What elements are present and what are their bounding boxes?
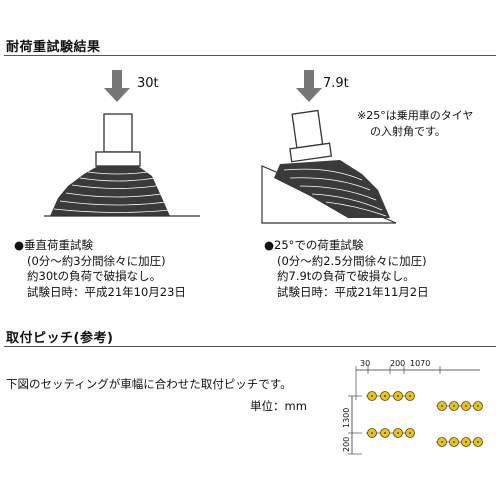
dim-1300: 1300 — [342, 408, 351, 428]
dim-30: 30 — [360, 359, 370, 368]
note-line: ※25°は乗用車のタイヤ — [357, 109, 474, 122]
caption-line: (0分～約2.5分間徐々に加圧) — [277, 253, 427, 268]
vertical-test-caption: ●垂直荷重試験 (0分～約3分間徐々に加圧) 約30tの負荷で破損なし。 試験日… — [14, 238, 186, 300]
stud-row-top — [366, 391, 483, 411]
load-value-30t: 30t — [137, 76, 159, 91]
unit-label: 単位：mm — [250, 399, 307, 413]
vertical-load-illustration — [44, 70, 200, 217]
section-title-mounting-pitch: 取付ピッチ(参考) — [6, 331, 114, 346]
caption-line: (0分～約3分間徐々に加圧) — [27, 253, 166, 268]
angle-note: ※25°は乗用車のタイヤ の入射角です。 — [357, 108, 473, 140]
caption-line: 試験日時：平成21年10月23日 — [27, 284, 186, 299]
caption-line: 約30tの負荷で破損なし。 — [27, 269, 162, 283]
angled-test-caption: ●25°での荷重試験 (0分～約2.5分間徐々に加圧) 約7.9tの負荷で破損な… — [264, 238, 429, 300]
caption-line: 試験日時：平成21年11月2日 — [277, 284, 429, 299]
section-divider — [4, 55, 496, 56]
stud-row-bottom — [366, 428, 483, 447]
down-arrow-icon — [296, 70, 322, 102]
load-value-7-9t: 7.9t — [323, 76, 349, 91]
mounting-pitch-diagram: 30 200 1070 1300 200 — [342, 359, 483, 455]
dim-1070: 1070 — [410, 359, 430, 368]
dim-200: 200 — [390, 359, 405, 368]
note-line: の入射角です。 — [370, 125, 446, 138]
pitch-description: 下図のセッティングが車幅に合わせた取付ピッチです。 — [6, 377, 292, 391]
angled-load-illustration — [261, 70, 397, 224]
caption-line: 約7.9tの負荷で破損なし。 — [277, 269, 415, 283]
section-title-load-test: 耐荷重試験結果 — [6, 40, 101, 55]
down-arrow-icon — [104, 70, 130, 102]
dim-200-vertical: 200 — [342, 437, 351, 452]
section-divider — [4, 346, 496, 347]
caption-heading: ●垂直荷重試験 — [14, 238, 94, 252]
caption-heading: ●25°での荷重試験 — [264, 238, 364, 252]
